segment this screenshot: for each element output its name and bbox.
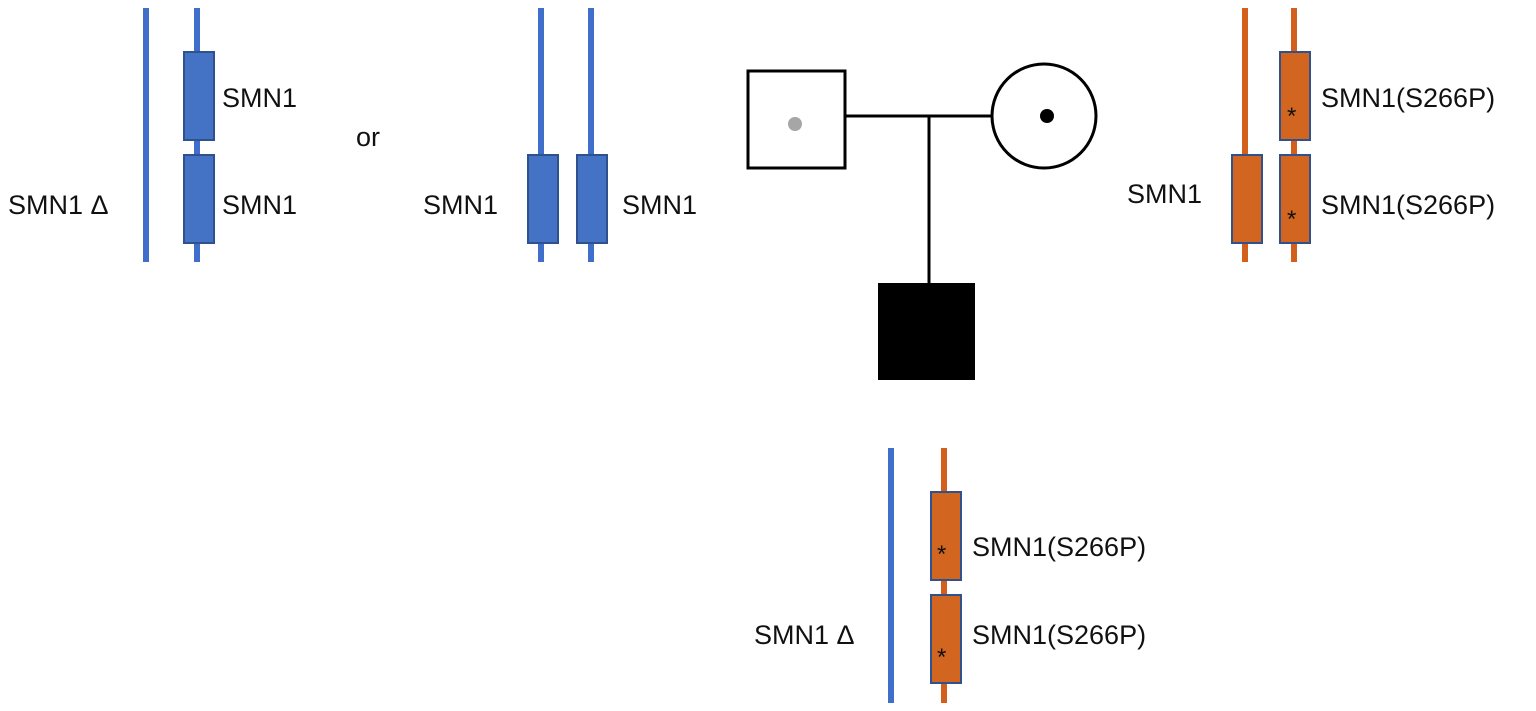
smn1-gene-box xyxy=(183,154,215,244)
gene-label: SMN1 xyxy=(222,83,297,113)
pedigree xyxy=(746,62,1098,380)
father-symbol xyxy=(746,69,847,170)
smn1-gene-box xyxy=(527,154,559,244)
smn1-s266p-gene-box xyxy=(1279,154,1311,244)
deletion-label: SMN1 Δ xyxy=(754,620,855,650)
smn1-s266p-gene-box xyxy=(1279,51,1311,141)
affected-son-symbol xyxy=(878,283,975,380)
variant-star-icon: * xyxy=(937,644,946,671)
gene-label: SMN1(S266P) xyxy=(1321,83,1495,113)
gene-label: SMN1(S266P) xyxy=(1321,190,1495,220)
smn1-gene-box xyxy=(576,154,608,244)
gene-label: SMN1(S266P) xyxy=(972,620,1146,650)
mother-carrier-dot xyxy=(1040,109,1054,123)
smn1-gene-box xyxy=(183,51,215,141)
father-carrier-dot xyxy=(788,117,802,131)
gene-label: SMN1 xyxy=(423,190,498,220)
variant-star-icon: * xyxy=(937,541,946,568)
variant-star-icon: * xyxy=(1287,103,1296,130)
gene-label: SMN1 xyxy=(222,190,297,220)
father-option-b: SMN1 SMN1 xyxy=(423,8,697,262)
gene-label: SMN1(S266P) xyxy=(972,532,1146,562)
smn1-s266p-gene-box xyxy=(930,491,962,581)
mother-symbol xyxy=(990,62,1098,170)
gene-label: SMN1 xyxy=(1127,179,1202,209)
child-chromosomes: * * SMN1(S266P) SMN1(S266P) SMN1 Δ xyxy=(754,448,1146,703)
mother-chromosomes: * * SMN1(S266P) SMN1(S266P) SMN1 xyxy=(1127,8,1495,262)
smn1-gene-box xyxy=(1231,154,1263,244)
gene-label: SMN1 xyxy=(622,190,697,220)
smn1-s266p-gene-box xyxy=(930,594,962,684)
or-separator: or xyxy=(356,122,380,152)
variant-star-icon: * xyxy=(1287,206,1296,233)
deletion-label: SMN1 Δ xyxy=(8,190,109,220)
father-option-a: SMN1 SMN1 SMN1 Δ xyxy=(8,8,297,262)
